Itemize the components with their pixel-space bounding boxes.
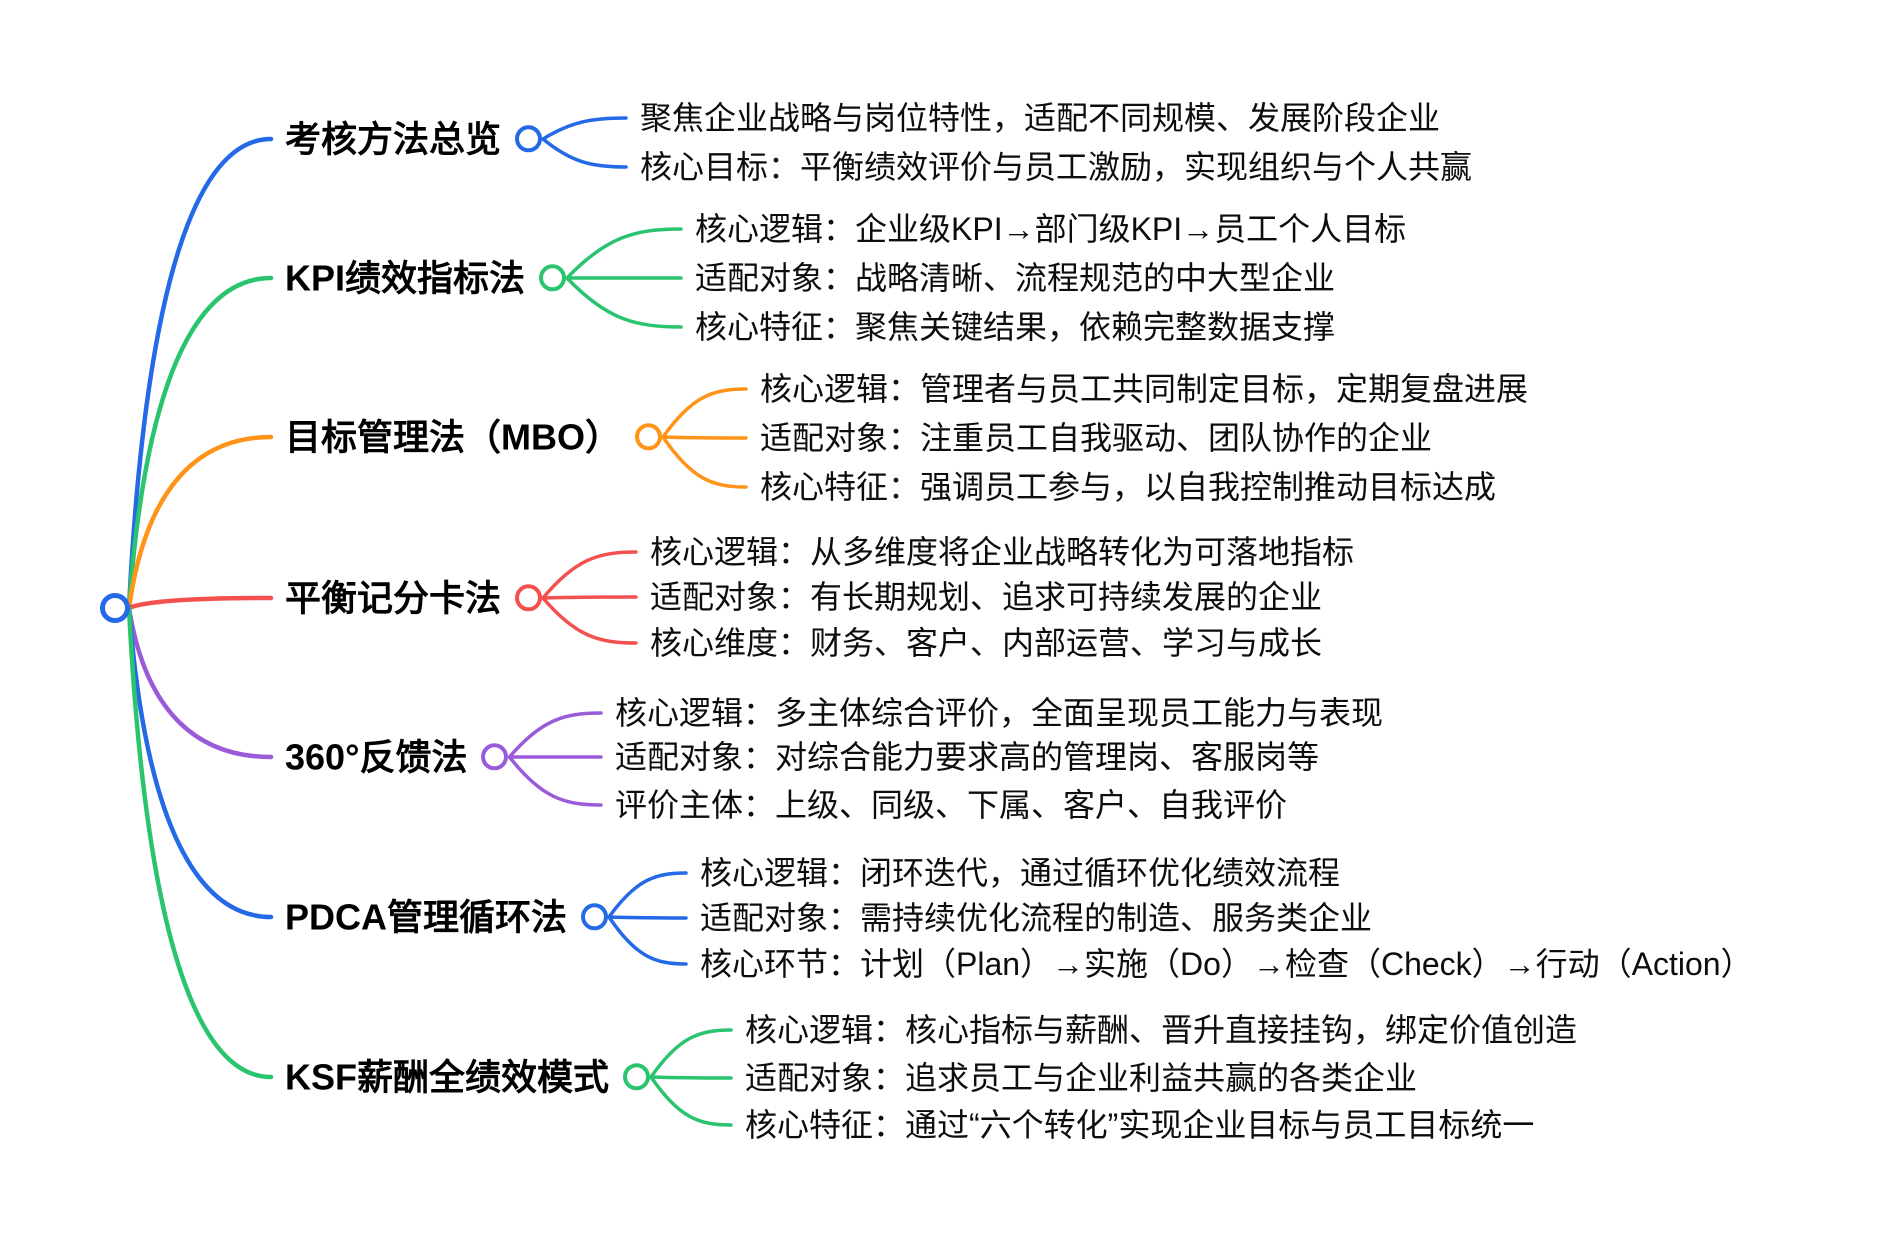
branch-360[interactable]: 360°反馈法: [285, 736, 509, 778]
branch-kpi[interactable]: KPI绩效指标法: [285, 257, 567, 299]
branch-ksf[interactable]: KSF薪酬全绩效模式: [285, 1056, 651, 1098]
child-topic[interactable]: 核心特征：强调员工参与，以自我控制推动目标达成: [760, 468, 1497, 505]
branch-mbo[interactable]: 目标管理法（MBO）: [285, 416, 662, 457]
child-topic[interactable]: 适配对象：追求员工与企业利益共赢的各类企业: [745, 1059, 1418, 1096]
branch-pdca[interactable]: PDCA管理循环法: [285, 896, 609, 938]
child-topic[interactable]: 适配对象：注重员工自我驱动、团队协作的企业: [760, 419, 1433, 456]
child-topic[interactable]: 核心环节：计划（Plan）→实施（Do）→检查（Check）→行动（Action…: [700, 945, 1753, 982]
branch-kaohe-zonglan[interactable]: 考核方法总览: [285, 118, 543, 160]
child-topic[interactable]: 适配对象：需持续优化流程的制造、服务类企业: [700, 899, 1373, 936]
branch-node-circle[interactable]: [481, 743, 509, 771]
branch-node-circle[interactable]: [581, 903, 609, 931]
branch-node-circle[interactable]: [623, 1063, 651, 1091]
child-topic[interactable]: 核心逻辑：从多维度将企业战略转化为可落地指标: [650, 533, 1355, 570]
child-topic[interactable]: 核心逻辑：管理者与员工共同制定目标，定期复盘进展: [760, 370, 1529, 407]
branch-label: 360°反馈法: [285, 736, 468, 778]
branch-node-circle[interactable]: [515, 125, 543, 153]
branch-label: PDCA管理循环法: [285, 896, 568, 938]
branch-bsc[interactable]: 平衡记分卡法: [285, 577, 543, 619]
branch-node-circle[interactable]: [539, 264, 567, 292]
branch-node-circle[interactable]: [635, 423, 662, 451]
child-topic[interactable]: 核心逻辑：核心指标与薪酬、晋升直接挂钩，绑定价值创造: [745, 1011, 1578, 1048]
branch-label: KSF薪酬全绩效模式: [285, 1056, 610, 1098]
child-topic[interactable]: 核心特征：通过“六个转化”实现企业目标与员工目标统一: [745, 1106, 1535, 1143]
branch-label: 考核方法总览: [285, 118, 502, 160]
branch-node-circle[interactable]: [515, 584, 543, 612]
root-node-circle[interactable]: [100, 593, 130, 623]
child-topic[interactable]: 核心逻辑：企业级KPI→部门级KPI→员工个人目标: [695, 210, 1407, 247]
child-topic[interactable]: 适配对象：有长期规划、追求可持续发展的企业: [650, 578, 1323, 615]
child-topic[interactable]: 核心逻辑：闭环迭代，通过循环优化绩效流程: [700, 854, 1341, 891]
child-topic[interactable]: 核心逻辑：多主体综合评价，全面呈现员工能力与表现: [615, 694, 1384, 731]
branch-label: KPI绩效指标法: [285, 257, 526, 299]
child-topic[interactable]: 评价主体：上级、同级、下属、客户、自我评价: [615, 786, 1288, 823]
child-topic[interactable]: 核心维度：财务、客户、内部运营、学习与成长: [650, 624, 1323, 661]
branch-label: 目标管理法（MBO）: [285, 416, 621, 458]
child-topic[interactable]: 适配对象：对综合能力要求高的管理岗、客服岗等: [615, 738, 1320, 775]
child-topic[interactable]: 核心目标：平衡绩效评价与员工激励，实现组织与个人共赢: [640, 148, 1473, 185]
child-topic[interactable]: 聚焦企业战略与岗位特性，适配不同规模、发展阶段企业: [640, 99, 1441, 136]
branch-label: 平衡记分卡法: [285, 577, 502, 619]
child-topic[interactable]: 核心特征：聚焦关键结果，依赖完整数据支撑: [695, 308, 1336, 345]
child-topic[interactable]: 适配对象：战略清晰、流程规范的中大型企业: [695, 259, 1336, 296]
